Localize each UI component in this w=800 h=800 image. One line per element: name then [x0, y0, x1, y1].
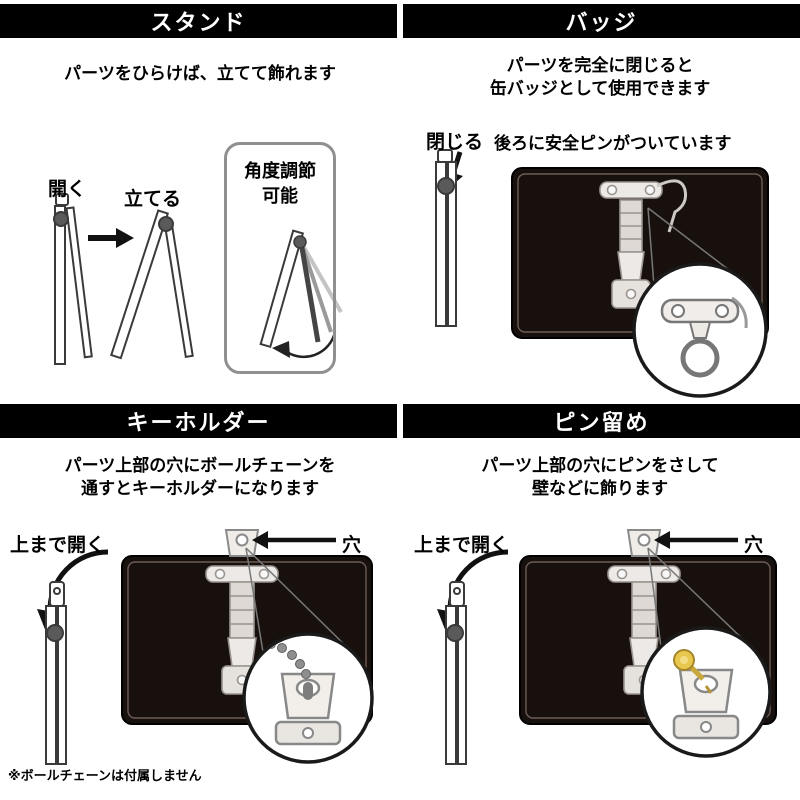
label-open-to-top: 上まで開く — [414, 535, 510, 556]
label-stand-up: 立てる — [124, 189, 182, 210]
panel-keyholder-title: キーホルダー — [126, 410, 271, 435]
panel-pin-mount-title-bar: ピン留め — [403, 404, 800, 438]
panel-keyholder: キーホルダー パーツ上部の穴にボールチェーンを 通すとキーホルダーになります 上… — [0, 400, 400, 800]
panel-badge-title: バッジ — [565, 10, 638, 35]
panel-badge-title-bar: バッジ — [403, 4, 800, 38]
panel-pin-mount-description: パーツ上部の穴にピンをさして 壁などに飾ります — [481, 456, 719, 498]
magnifier-circle — [640, 626, 772, 758]
panel-stand: スタンド パーツをひらけば、立てて飾れます 開く 立てる 角度調節 可能 — [0, 0, 400, 400]
push-pin-detail — [672, 649, 740, 740]
stand-open-figure — [53, 193, 93, 365]
panel-pin-mount-title: ピン留め — [553, 410, 650, 435]
push-pin-icon — [673, 649, 713, 694]
part-top-hole — [224, 529, 260, 557]
magnifier-leader-line — [647, 547, 662, 648]
safety-pin-arm — [656, 179, 687, 233]
angle-demo-figure — [259, 229, 343, 359]
right-arrow-icon — [88, 228, 134, 248]
label-close: 閉じる — [426, 132, 484, 153]
label-open-to-top: 上まで開く — [10, 535, 106, 556]
angle-swing-arrow-icon — [283, 331, 337, 359]
closed-part-figure — [435, 149, 457, 327]
safety-pin-detail — [660, 296, 748, 378]
panel-badge: バッジ パーツを完全に閉じると 缶バッジとして使用できます 閉じる 後ろに安全ピ… — [400, 0, 800, 400]
hole-arrow-icon — [252, 531, 336, 549]
label-open: 開く — [48, 179, 87, 200]
keyholder-illustration — [37, 529, 374, 765]
panel-keyholder-title-bar: キーホルダー — [0, 404, 397, 438]
stand-illustration — [53, 193, 343, 365]
magnifier-leader-line — [647, 547, 752, 648]
panel-pin-mount: ピン留め パーツ上部の穴にピンをさして 壁などに飾ります 上まで開く 穴 — [400, 400, 800, 800]
magnifier-leader-line — [647, 207, 655, 287]
part-top-hole — [626, 529, 662, 557]
angle-adjust-box: 角度調節 可能 — [224, 142, 336, 374]
angle-adjust-label: 角度調節 可能 — [244, 161, 316, 206]
stand-standing-figure — [110, 209, 194, 360]
label-hole: 穴 — [342, 535, 362, 556]
panel-badge-description: パーツを完全に閉じると 缶バッジとして使用できます — [489, 56, 711, 98]
badge-illustration — [435, 149, 769, 398]
panel-stand-title: スタンド — [150, 10, 247, 35]
opened-part-figure — [445, 581, 467, 765]
magnifier-circle — [242, 632, 374, 764]
magnifier-leader-line — [245, 547, 353, 653]
pin-mount-illustration — [437, 529, 777, 765]
panel-keyholder-description: パーツ上部の穴にボールチェーンを 通すとキーホルダーになります — [64, 456, 336, 498]
panel-stand-description: パーツをひらけば、立てて飾れます — [64, 64, 336, 83]
label-safety-pin-note: 後ろに安全ピンがついています — [494, 134, 732, 153]
hole-arrow-icon — [654, 531, 738, 549]
magnifier-circle — [632, 262, 768, 398]
panel-stand-title-bar: スタンド — [0, 4, 397, 38]
label-hole: 穴 — [744, 535, 764, 556]
magnifier-leader-line — [245, 547, 264, 653]
opened-part-figure — [45, 581, 67, 765]
ball-chain-footnote: ※ボールチェーンは付属しません — [8, 768, 202, 783]
